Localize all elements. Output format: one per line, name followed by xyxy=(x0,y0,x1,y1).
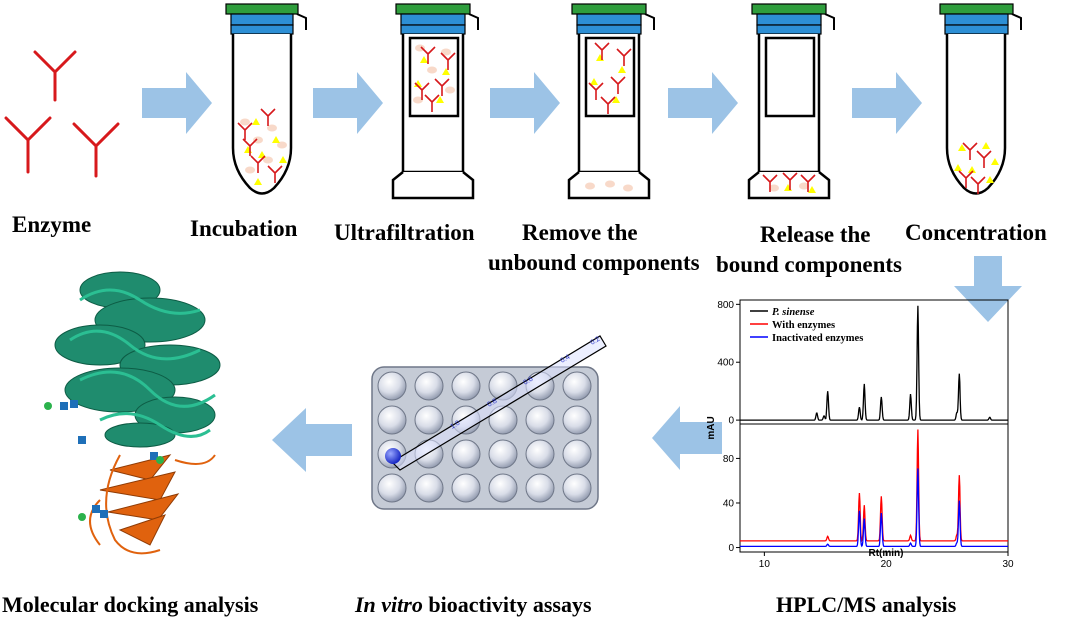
label-remove-line1: Remove the xyxy=(522,220,638,245)
plate-well xyxy=(562,371,592,401)
chart-frame xyxy=(739,299,1009,553)
series-line xyxy=(740,305,1008,421)
protein-structure-image xyxy=(44,271,221,555)
label-bioactivity-rest: bioactivity assays xyxy=(423,592,592,617)
series-line xyxy=(740,468,1008,548)
label-concentration: Concentration xyxy=(905,220,1047,245)
y-tick-label: 400 xyxy=(717,358,734,369)
plate-well xyxy=(562,473,592,503)
label-release-line1: Release the xyxy=(760,222,871,247)
tube-concentration xyxy=(939,3,1022,195)
label-ultrafiltration: Ultrafiltration xyxy=(334,220,475,245)
x-tick-label: 10 xyxy=(759,559,771,570)
plate-well xyxy=(377,473,407,503)
pipette-mark-08: 0.8 xyxy=(486,398,498,409)
plate-well xyxy=(451,439,481,469)
tube-incubation xyxy=(225,3,307,195)
tube-release-bound xyxy=(747,3,835,200)
enzyme-icon xyxy=(4,50,120,178)
plate-well xyxy=(377,371,407,401)
legend-p-sinense: P. sinense xyxy=(772,307,815,318)
flow-arrows xyxy=(142,72,1022,472)
plate-well xyxy=(414,371,444,401)
well-plate-image xyxy=(371,366,599,510)
label-incubation: Incubation xyxy=(190,216,298,241)
plate-well xyxy=(414,473,444,503)
pipette-mark-10: 1.0 xyxy=(449,420,461,431)
pipette-mark-06: 0.6 xyxy=(522,376,534,387)
label-remove-line2: unbound components xyxy=(488,250,700,275)
series-line xyxy=(740,429,1008,542)
plate-well xyxy=(451,473,481,503)
y-tick-label: 800 xyxy=(717,300,734,311)
legend-with-enzymes: With enzymes xyxy=(772,320,835,331)
y-tick-label: 40 xyxy=(723,498,735,509)
pipette-mark-02: 0.2 xyxy=(589,336,601,347)
tube-ultrafiltration xyxy=(391,3,479,200)
label-bioactivity: In vitro bioactivity assays xyxy=(354,592,592,617)
plate-well xyxy=(562,439,592,469)
label-hplc: HPLC/MS analysis xyxy=(776,592,957,617)
pipette-image: 0.2 0.4 0.6 0.8 1.0 xyxy=(385,335,607,471)
y-axis-label: mAU xyxy=(706,416,717,439)
label-bioactivity-italic: In vitro xyxy=(354,592,423,617)
y-tick-label: 0 xyxy=(728,543,734,554)
plate-well xyxy=(414,405,444,435)
tube-remove-unbound xyxy=(567,3,655,200)
plate-well xyxy=(377,405,407,435)
plate-well xyxy=(525,439,555,469)
pipette-mark-04: 0.4 xyxy=(559,354,571,365)
plate-well xyxy=(525,473,555,503)
plate-well xyxy=(451,371,481,401)
plate-well xyxy=(562,405,592,435)
y-tick-label: 80 xyxy=(723,454,735,465)
y-tick-label: 0 xyxy=(728,416,734,427)
x-tick-label: 20 xyxy=(881,559,893,570)
x-tick-label: 30 xyxy=(1002,559,1014,570)
hplc-chart: 0 400 800 0 40 80 10 20 30 P. sinense With enzym… xyxy=(706,299,1014,570)
plate-well xyxy=(488,439,518,469)
label-release-line2: bound components xyxy=(716,252,902,277)
legend-inactivated: Inactivated enzymes xyxy=(772,333,863,344)
plate-well xyxy=(525,405,555,435)
label-docking: Molecular docking analysis xyxy=(2,592,259,617)
label-enzyme: Enzyme xyxy=(12,212,91,237)
x-axis-label: Rt(min) xyxy=(869,548,904,559)
plate-well xyxy=(488,473,518,503)
